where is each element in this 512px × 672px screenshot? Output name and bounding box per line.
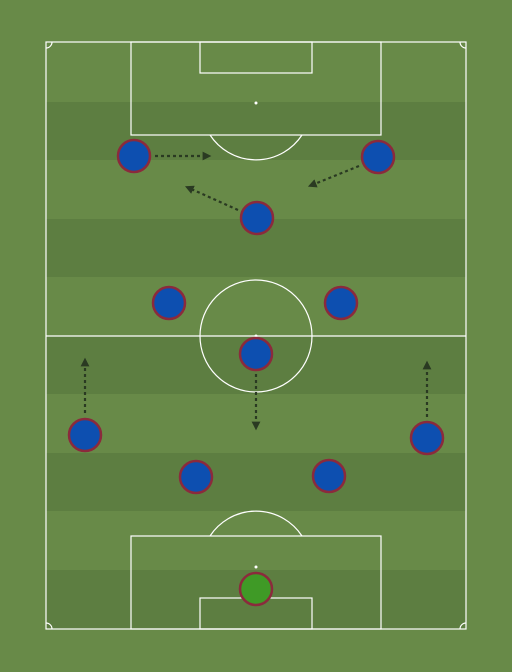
- grass-stripe: [46, 453, 466, 511]
- corner-arc-top-left: [45, 41, 53, 49]
- player-right-wing[interactable]: [360, 139, 396, 175]
- top-goal-area: [199, 41, 313, 74]
- arrow-rw-down-left: [307, 164, 360, 188]
- player-left-wing[interactable]: [116, 138, 152, 174]
- top-penalty-spot: [254, 101, 258, 105]
- arrow-am-up-left: [184, 185, 239, 212]
- player-attacking-mid[interactable]: [239, 200, 275, 236]
- movement-arrows: [80, 151, 432, 431]
- top-penalty-arc: [209, 134, 303, 161]
- player-right-back[interactable]: [409, 420, 445, 456]
- corner-arc-top-right: [459, 41, 467, 49]
- bottom-penalty-spot: [254, 565, 258, 569]
- pitch-markings: [45, 41, 467, 630]
- player-defensive-mid[interactable]: [238, 336, 274, 372]
- player-left-center-back[interactable]: [178, 459, 214, 495]
- corner-arc-bottom-right: [459, 622, 467, 630]
- player-goalkeeper[interactable]: [238, 571, 274, 607]
- player-right-center-back[interactable]: [311, 458, 347, 494]
- bottom-penalty-arc: [209, 510, 303, 537]
- player-left-center-mid[interactable]: [151, 285, 187, 321]
- grass-stripe: [46, 102, 466, 160]
- corner-arc-bottom-left: [45, 622, 53, 630]
- player-right-center-mid[interactable]: [323, 285, 359, 321]
- players: [67, 138, 445, 607]
- center-spot: [254, 334, 258, 338]
- player-left-back[interactable]: [67, 417, 103, 453]
